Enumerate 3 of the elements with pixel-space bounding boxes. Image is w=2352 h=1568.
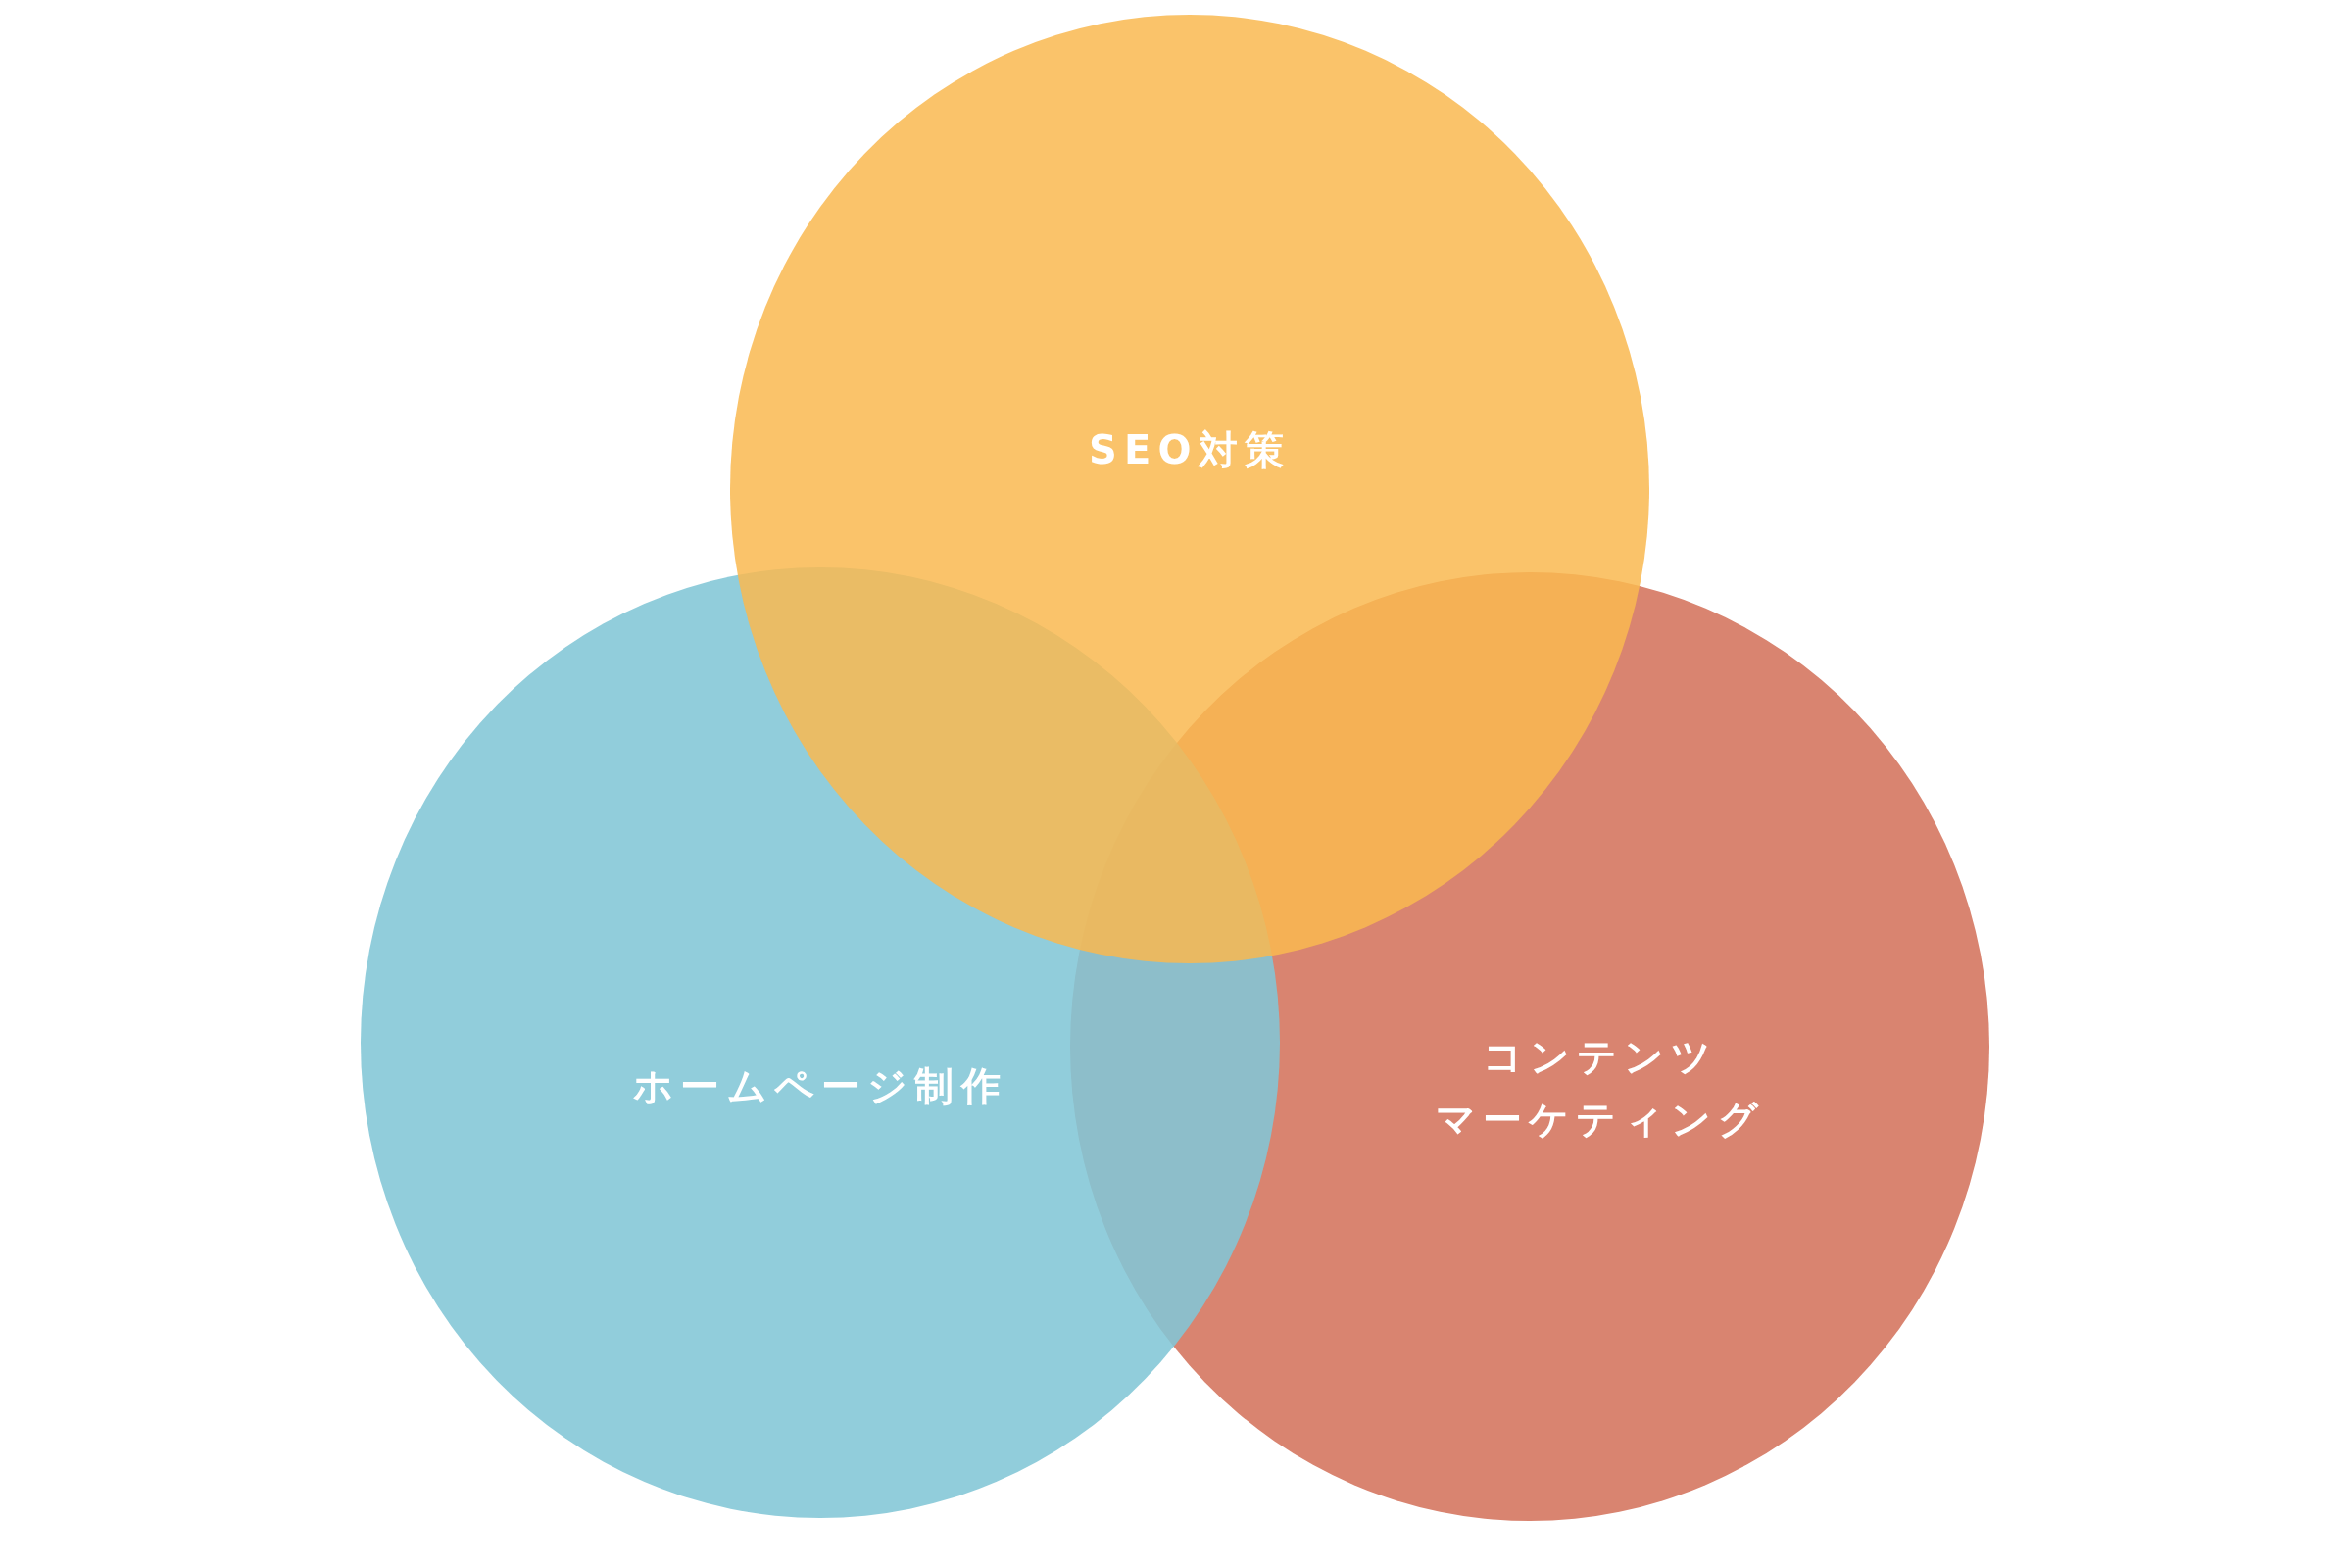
circle-label: コンテンツマーケティング bbox=[1435, 1033, 1766, 1144]
circle-label: ホームページ制作 bbox=[633, 1062, 1007, 1110]
circle-label: SEO対策 bbox=[1088, 426, 1292, 474]
